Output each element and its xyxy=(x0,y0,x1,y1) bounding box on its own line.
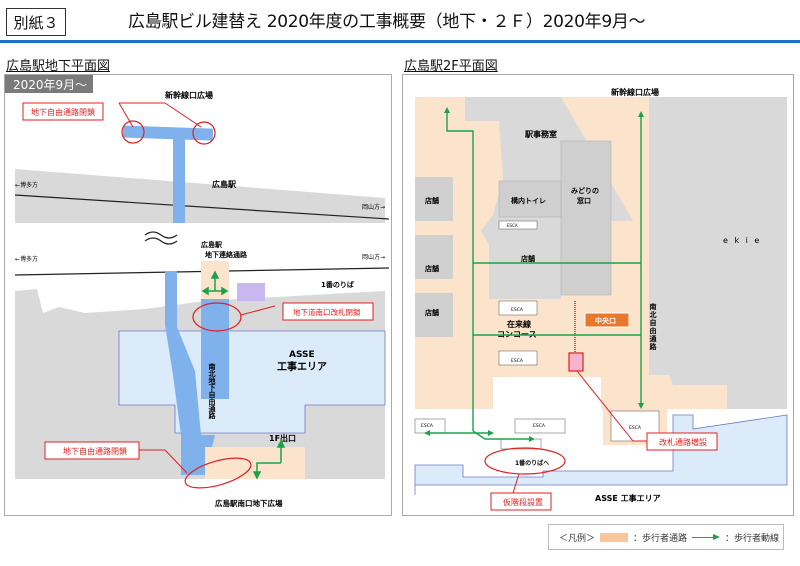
closure-ellipse-south-gate xyxy=(192,302,242,332)
pedestrian-flow-lines xyxy=(427,109,642,440)
hakata-direction-top: ←博多方 xyxy=(15,181,38,189)
ekie-label: e k i e xyxy=(723,236,761,245)
central-exit-badge xyxy=(584,312,630,328)
pedestrian-flow-arrowheads xyxy=(424,107,644,442)
underground-plan-drawing: 2020年9月～ 新幹線口広場 広島駅 ←博多方 岡山方→ 地下自由通路閉鎖 広… xyxy=(5,75,390,508)
callout-gate-expansion-text: 改札通路増設 xyxy=(659,437,707,447)
ns-free-passage-label: 南北自由通路 xyxy=(649,302,658,351)
shinkansen-plaza-label: 新幹線口広場 xyxy=(165,90,213,100)
midori-window-block xyxy=(560,140,612,296)
ns-passage-lower xyxy=(165,271,215,475)
callout-temp-stairs-text: 仮階段設置 xyxy=(503,497,543,507)
legend: ＜凡例＞ ：歩行者通路 ：歩行者動線 xyxy=(548,524,784,550)
legend-walkway-label: ：歩行者通路 xyxy=(633,533,688,544)
shop-left-2-label: 店舗 xyxy=(425,264,439,273)
callout-box-south-gate xyxy=(282,302,374,321)
okayama-direction-top: 岡山方→ xyxy=(362,203,385,211)
page-title: 広島駅ビル建替え 2020年度の工事概要（地下・２Ｆ）2020年9月～ xyxy=(128,12,646,32)
temp-stairs-ellipse xyxy=(484,447,566,475)
walkway-swatch-icon xyxy=(600,532,629,542)
2f-floor-plan: ESCA ESCA ESCA ESCA ESCA ESCA 新幹線口広場 駅事務… xyxy=(402,74,794,516)
platform-structure xyxy=(237,283,265,301)
flow-arrow-icon xyxy=(692,533,721,542)
to-platform1-label: 1番のりばへ xyxy=(515,459,549,467)
midori-label-1: みどりの xyxy=(571,186,599,195)
new-gate-marker xyxy=(568,352,584,372)
shop-left-1 xyxy=(415,177,453,221)
okayama-direction-mid: 岡山方→ xyxy=(362,253,385,261)
pedestrian-flow-south xyxy=(252,439,286,480)
callout-box-temp-stairs xyxy=(490,492,552,511)
escalators xyxy=(414,220,660,450)
toilet-label: 構内トイレ xyxy=(511,196,546,205)
asse-area-label: 工事エリア xyxy=(277,360,327,373)
north-passage-bar xyxy=(122,125,214,141)
platform1-label: 1番のりば xyxy=(321,280,354,289)
callout-leader xyxy=(512,473,520,494)
ns-passage-upper xyxy=(173,133,185,223)
callout-leader xyxy=(164,102,202,128)
pedestrian-flow-link xyxy=(201,270,229,296)
callout-north-text: 地下自由通路閉鎖 xyxy=(31,107,95,117)
asse-area-label: ASSE 工事エリア xyxy=(595,493,661,503)
toilet-block xyxy=(498,180,562,218)
station-label-top: 広島駅 xyxy=(212,179,237,189)
legend-flow-label: ：歩行者動線 xyxy=(725,533,780,544)
title-divider xyxy=(0,40,800,43)
hakata-direction-mid: ←博多方 xyxy=(15,255,38,263)
date-badge: 2020年9月～ xyxy=(13,78,87,92)
rail-line-top xyxy=(14,194,390,220)
callout-box-north xyxy=(22,102,104,121)
shinkansen-plaza-label: 新幹線口広場 xyxy=(611,87,659,97)
2f-plan-drawing: ESCA ESCA ESCA ESCA ESCA ESCA 新幹線口広場 駅事務… xyxy=(414,87,788,511)
concourse-label-1: 在来線 xyxy=(507,319,531,329)
shop-left-2 xyxy=(415,235,453,279)
callout-leader xyxy=(240,305,276,316)
callout-leader xyxy=(576,370,634,442)
callout-leader xyxy=(118,102,134,128)
asse-name: ASSE xyxy=(289,350,315,360)
underground-floor-plan: 2020年9月～ 新幹線口広場 広島駅 ←博多方 岡山方→ 地下自由通路閉鎖 広… xyxy=(4,74,392,516)
midori-label-2: 窓口 xyxy=(577,196,591,205)
south-gate-passage xyxy=(201,299,229,399)
break-symbol xyxy=(144,231,178,245)
closure-circle-east xyxy=(192,121,216,145)
shop-left-1-label: 店舗 xyxy=(425,196,439,205)
south-plaza-label: 広島駅南口地下広場 xyxy=(215,498,283,508)
esca-label: ESCA xyxy=(511,307,524,313)
esca-label: ESCA xyxy=(507,223,518,228)
south-plaza-walkway xyxy=(205,447,305,479)
shop-left-3 xyxy=(415,293,453,337)
station-building-north xyxy=(15,169,385,223)
callout-box-gate-expansion xyxy=(646,432,718,451)
exit-1f-label: 1F出口 xyxy=(269,433,296,443)
station-office-label: 駅事務室 xyxy=(525,129,557,139)
legend-prefix: ＜凡例＞ xyxy=(559,533,596,544)
esca-label: ESCA xyxy=(533,423,546,429)
esca-label: ESCA xyxy=(629,425,642,431)
underground-link-label: 地下連絡通路 xyxy=(205,250,248,259)
date-badge-bg xyxy=(5,75,93,93)
callout-south-text: 地下自由通路閉鎖 xyxy=(63,446,127,456)
closure-circle-west xyxy=(121,120,145,144)
ns-passage-label: 南北地下自由通路 xyxy=(208,362,217,420)
callout-leader xyxy=(164,449,188,474)
document-label: 別紙３ xyxy=(6,8,66,36)
callout-south-gate-text: 地下道南口改札閉鎖 xyxy=(293,307,361,317)
esca-label: ESCA xyxy=(421,423,434,429)
station-label-mid: 広島駅 xyxy=(201,240,223,249)
shop-left-3-label: 店舗 xyxy=(425,308,439,317)
left-section-title: 広島駅地下平面図 xyxy=(6,59,111,74)
closure-ellipse-south xyxy=(184,457,252,489)
ekie-building xyxy=(649,97,787,409)
right-section-title: 広島駅2F平面図 xyxy=(404,59,498,74)
esca-label: ESCA xyxy=(511,358,524,364)
central-exit-label: 中央口 xyxy=(595,316,616,325)
shop-center-label: 店舗 xyxy=(521,254,535,263)
